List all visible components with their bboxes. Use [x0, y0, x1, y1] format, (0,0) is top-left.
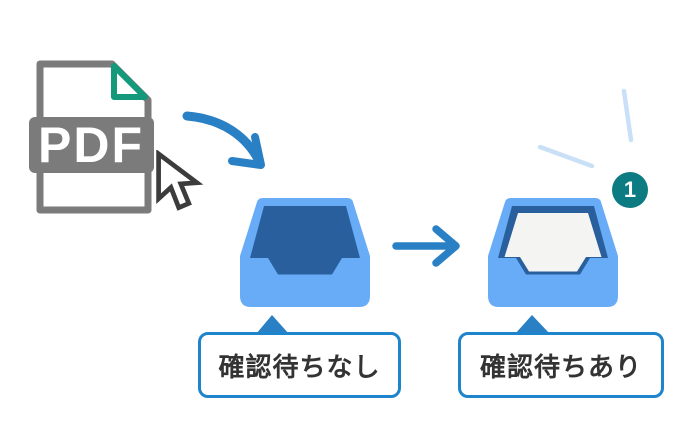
right-arrow-icon: [392, 225, 460, 267]
inbox-tray-filled-icon: [488, 198, 618, 307]
callout-label-pending: 確認待ちあり: [458, 332, 664, 398]
notification-badge: 1: [612, 172, 648, 208]
badge-count: 1: [623, 177, 637, 202]
callout-label-empty: 確認待ちなし: [198, 332, 401, 398]
mouse-cursor-icon: [156, 150, 204, 211]
inbox-tray-empty-icon: [240, 198, 370, 307]
callout-label-empty-text: 確認待ちなし: [218, 351, 381, 382]
pdf-file-icon: PDF: [29, 60, 154, 214]
tray-interior: [250, 206, 360, 275]
paper-sheet: [504, 213, 602, 272]
pdf-fold-corner-icon: [111, 63, 148, 100]
pdf-banner: [29, 117, 154, 173]
callout-label-pending-text: 確認待ちあり: [479, 351, 642, 382]
pdf-label: PDF: [38, 117, 144, 173]
